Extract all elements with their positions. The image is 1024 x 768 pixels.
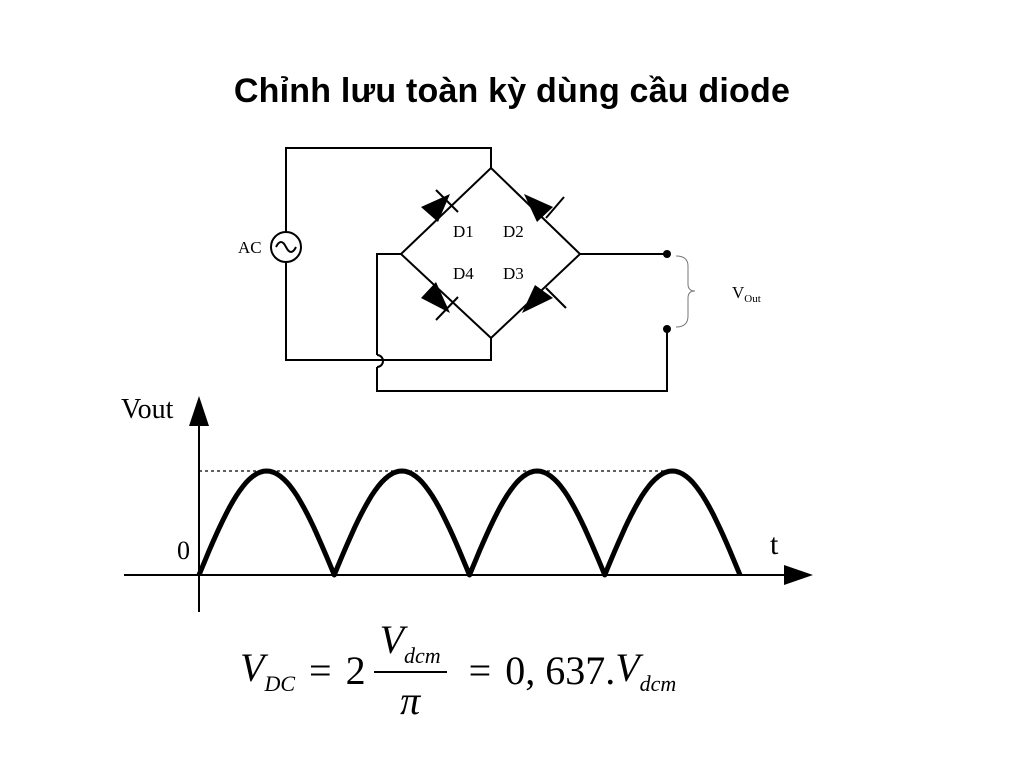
dc-voltage-formula: VDC = 2 Vdcm π = 0, 637. Vdcm bbox=[240, 616, 677, 723]
x-axis-arrow bbox=[784, 565, 813, 585]
diode-label-d1: D1 bbox=[453, 222, 474, 241]
formula-denominator: π bbox=[400, 677, 421, 723]
y-axis-label: Vout bbox=[121, 394, 174, 425]
wire-ac-top bbox=[285, 147, 492, 232]
diode-d4-icon bbox=[421, 282, 459, 321]
diode-d1-icon bbox=[421, 189, 459, 222]
diode-label-d3: D3 bbox=[503, 264, 524, 283]
output-waveform-graph: Vout t 0 bbox=[121, 394, 813, 612]
ac-source-icon bbox=[270, 231, 302, 263]
bridge-diamond bbox=[399, 166, 582, 340]
formula-numerator: Vdcm bbox=[379, 616, 441, 668]
origin-label: 0 bbox=[177, 536, 190, 565]
output-voltage-label: VOut bbox=[732, 283, 761, 305]
ac-source-label: AC bbox=[238, 238, 262, 257]
output-terminal-top bbox=[663, 250, 671, 258]
formula-fraction: Vdcm π bbox=[373, 616, 447, 723]
formula-coefficient: 2 bbox=[345, 647, 366, 693]
wire-return bbox=[376, 329, 668, 392]
slide-title: Chỉnh lưu toàn kỳ dùng cầu diode bbox=[233, 72, 791, 110]
circuit: AC VOut bbox=[238, 147, 761, 392]
diode-d3-icon bbox=[522, 285, 567, 313]
formula-equals-2: = bbox=[468, 647, 492, 693]
diode-label-d4: D4 bbox=[453, 264, 474, 283]
formula-value: 0, 637. bbox=[505, 647, 616, 693]
formula-equals-1: = bbox=[309, 647, 332, 693]
wire-crossover-hop bbox=[376, 354, 384, 368]
diode-label-d2: D2 bbox=[503, 222, 524, 241]
formula-rhs: Vdcm bbox=[615, 644, 677, 696]
diode-d2-icon bbox=[524, 194, 565, 222]
ac-sine-glyph bbox=[275, 241, 297, 253]
y-axis-arrow bbox=[189, 396, 209, 426]
formula-lhs: VDC bbox=[240, 644, 295, 696]
x-axis-label: t bbox=[770, 528, 779, 561]
output-brace bbox=[675, 255, 696, 328]
output-terminal-bottom bbox=[663, 325, 671, 333]
rectified-waveform bbox=[196, 468, 743, 578]
wire-ac-bottom bbox=[285, 262, 492, 361]
wire-bridge-left bbox=[376, 253, 401, 355]
